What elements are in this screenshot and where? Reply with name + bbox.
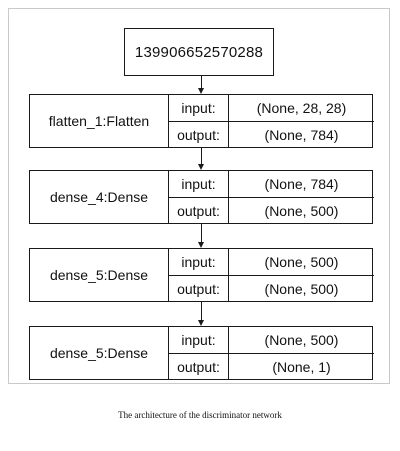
diagram-frame xyxy=(8,8,390,384)
output-shape: (None, 1) xyxy=(229,353,374,379)
layer-node-dense-5: dense_5:Dense input: (None, 500) output:… xyxy=(29,248,374,302)
output-label: output: xyxy=(169,353,229,379)
arrow-down-icon xyxy=(198,224,204,248)
input-label: input: xyxy=(169,95,229,121)
output-label: output: xyxy=(169,275,229,301)
model-id-node: 139906652570288 xyxy=(124,28,274,76)
output-shape: (None, 500) xyxy=(229,275,374,301)
layer-name: dense_5:Dense xyxy=(30,327,169,379)
arrow-down-icon xyxy=(198,148,204,170)
input-label: input: xyxy=(169,327,229,353)
input-shape: (None, 28, 28) xyxy=(256,100,347,116)
output-label: output: xyxy=(169,121,229,147)
layer-node-dense-4: dense_4:Dense input: (None, 784) output:… xyxy=(29,170,374,224)
layer-node-dense-5-output: dense_5:Dense input: (None, 500) output:… xyxy=(29,326,374,380)
output-shape: (None, 784) xyxy=(229,121,374,147)
input-label: input: xyxy=(169,249,229,275)
input-label: input: xyxy=(169,171,229,197)
layer-name: dense_5:Dense xyxy=(30,249,169,301)
input-shape: (None, 500) xyxy=(264,332,339,348)
layer-name: flatten_1:Flatten xyxy=(30,95,169,147)
model-id-label: 139906652570288 xyxy=(134,43,264,61)
figure-caption: The architecture of the discriminator ne… xyxy=(118,410,282,420)
layer-node-flatten-1: flatten_1:Flatten input: (None, 28, 28) … xyxy=(29,94,374,148)
output-label: output: xyxy=(169,197,229,223)
arrow-down-icon xyxy=(198,302,204,326)
input-shape: (None, 784) xyxy=(264,176,339,192)
arrow-down-icon xyxy=(198,76,204,94)
output-shape: (None, 500) xyxy=(229,197,374,223)
input-shape: (None, 500) xyxy=(264,254,339,270)
layer-name: dense_4:Dense xyxy=(30,171,169,223)
